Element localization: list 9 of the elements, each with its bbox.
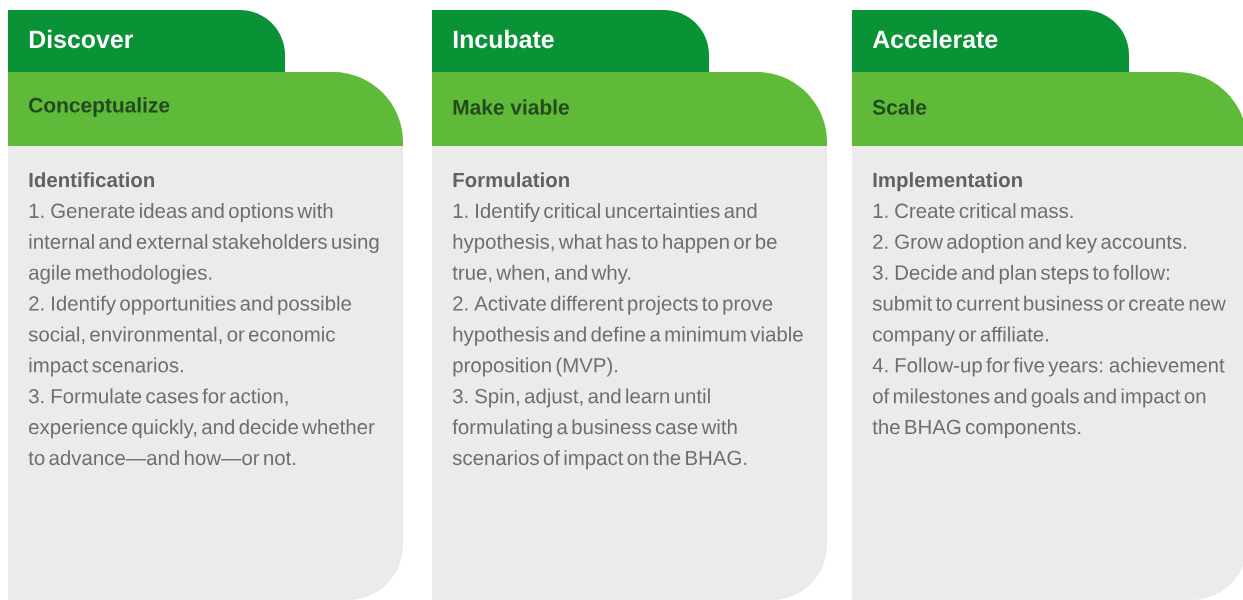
- phase-band: Make viable: [432, 72, 827, 146]
- description-card: Identification 1. Generate ideas and options with internal and external stakeholders using agile methodologies. 2. Identify opportunities and possible social, environmental, or economic impact scenarios. 3. Formulate cases for action, experience quickly, and decide whether to advance—and how—or not.: [8, 146, 403, 600]
- phase-band: Conceptualize: [8, 72, 403, 146]
- phase-band: Scale: [852, 72, 1243, 146]
- stage-tab: Incubate: [432, 10, 709, 72]
- description-card: Formulation 1. Identify critical uncertainties and hypothesis, what has to happen or be true, when, and why. 2. Activate different projects to prove hypothesis and define a minimum viable proposition (MVP). 3. Spin, adjust, and learn until formulating a business case with scenarios of impact on the BHAG.: [432, 146, 827, 600]
- description-card: Implementation 1. Create critical mass. 2. Grow adoption and key accounts. 3. Decide and plan steps to follow: submit to current business or create new company or affiliate. 4. Follow-up for five years: achievement of milestones and goals and impact on the BHAG components.: [852, 146, 1243, 600]
- stage-tab: Accelerate: [852, 10, 1129, 72]
- stage-tab: Discover: [8, 10, 285, 72]
